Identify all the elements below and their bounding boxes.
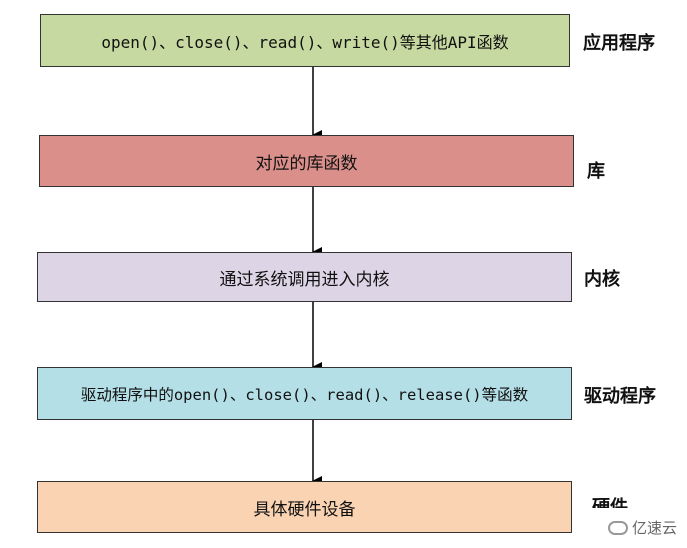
watermark: 亿速云 [607,517,677,538]
application-label: 应用程序 [583,33,655,54]
application-box: open()、close()、read()、write()等其他API函数 [40,14,570,67]
kernel-box: 通过系统调用进入内核 [37,252,572,302]
driver-label: 驱动程序 [584,386,656,407]
kernel-box-text: 通过系统调用进入内核 [219,269,390,290]
driver-box: 驱动程序中的open()、close()、read()、release()等函数 [37,367,572,420]
watermark-text: 亿速云 [631,519,677,537]
hardware-label: 硬件 [592,497,628,508]
cloud-logo-icon [607,520,628,535]
hardware-box-text: 具体硬件设备 [253,499,356,520]
hardware-box: 具体硬件设备 [37,481,572,533]
library-box-text: 对应的库函数 [255,153,358,174]
kernel-label: 内核 [584,269,620,290]
library-label: 库 [587,161,605,182]
application-box-text: open()、close()、read()、write()等其他API函数 [101,32,509,52]
library-box: 对应的库函数 [39,135,574,187]
driver-box-text: 驱动程序中的open()、close()、read()、release()等函数 [80,385,529,404]
